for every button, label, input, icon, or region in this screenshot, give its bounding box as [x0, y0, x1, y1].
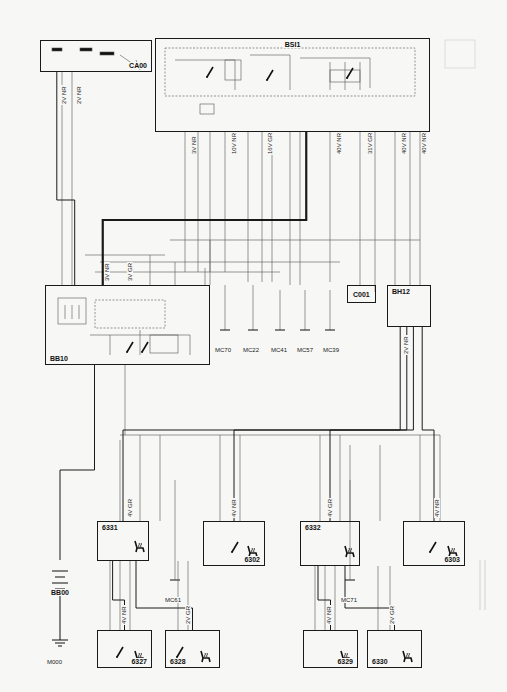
- wire-code: 4V NR: [326, 605, 332, 625]
- component-box: 6330: [367, 630, 422, 668]
- part-label: 6331: [101, 524, 119, 531]
- component-box: 6328: [165, 630, 220, 668]
- wire: [57, 72, 75, 285]
- ground-label: MC57: [296, 347, 314, 353]
- ground-label: MC39: [322, 347, 340, 353]
- wire: [103, 132, 307, 285]
- wire-code: 2V NR: [403, 335, 409, 355]
- part-label: 6303: [443, 556, 461, 563]
- wire-code: 4V GR: [127, 498, 133, 518]
- wire-code: 4V NR: [121, 605, 127, 625]
- wire-code: 3V GR: [127, 262, 133, 282]
- component-box: 6331: [97, 521, 149, 561]
- component-box: CA00: [40, 40, 152, 72]
- part-label: C001: [352, 291, 371, 298]
- part-label: BH12: [391, 288, 411, 295]
- wire-code: 31V GR: [367, 132, 373, 155]
- ground-label: MC22: [242, 347, 260, 353]
- component-box: 6303: [403, 521, 465, 566]
- part-label: BSI1: [284, 41, 302, 48]
- part-label: 6327: [130, 658, 148, 665]
- component-box: 6327: [97, 630, 152, 668]
- battery-box: BB00: [44, 560, 76, 598]
- wire-code: 4V GR: [327, 498, 333, 518]
- wire-code: 40V NR: [421, 132, 427, 155]
- wire-code: 40V NR: [401, 132, 407, 155]
- wire-code: 2V NR: [76, 85, 82, 105]
- wire-code: 2V NR: [61, 85, 67, 105]
- wire: [234, 327, 407, 521]
- wire-code: 3V NR: [191, 135, 197, 155]
- wire: [422, 327, 434, 521]
- component-box: BSI1: [155, 38, 430, 132]
- wire-code: 2V GR: [185, 605, 191, 625]
- part-label: 6302: [243, 556, 261, 563]
- part-label: 6332: [304, 524, 322, 531]
- wire-code: 2V GR: [389, 605, 395, 625]
- part-label: 6330: [371, 658, 389, 665]
- wire: [330, 327, 413, 521]
- wire: [136, 561, 193, 630]
- ground-label: MC41: [270, 347, 288, 353]
- part-label: 6329: [336, 658, 354, 665]
- wire-code: 10V NR: [231, 132, 237, 155]
- part-label: BB00: [50, 589, 70, 596]
- component-box: 6302: [203, 521, 265, 566]
- wire-code: 3V NR: [104, 262, 110, 282]
- ground-label: MC71: [340, 597, 358, 603]
- ground-label: M000: [46, 659, 63, 665]
- component-box: C001: [347, 285, 376, 303]
- wire-code: 4V NR: [434, 498, 440, 518]
- ground-label: MC61: [164, 597, 182, 603]
- part-label: CA00: [128, 62, 148, 69]
- wire: [123, 327, 400, 521]
- part-label: BB10: [49, 355, 69, 362]
- part-label: 6328: [169, 658, 187, 665]
- wire: [60, 365, 95, 560]
- wire-code: 40V NR: [336, 132, 342, 155]
- wire-code: 4V NR: [231, 498, 237, 518]
- component-box: 6329: [303, 630, 358, 668]
- component-box: BH12: [387, 285, 431, 327]
- wire-code: 16V GR: [267, 132, 273, 155]
- component-box: 6332: [300, 521, 360, 566]
- component-box: BB10: [45, 285, 210, 365]
- ground-label: MC70: [214, 347, 232, 353]
